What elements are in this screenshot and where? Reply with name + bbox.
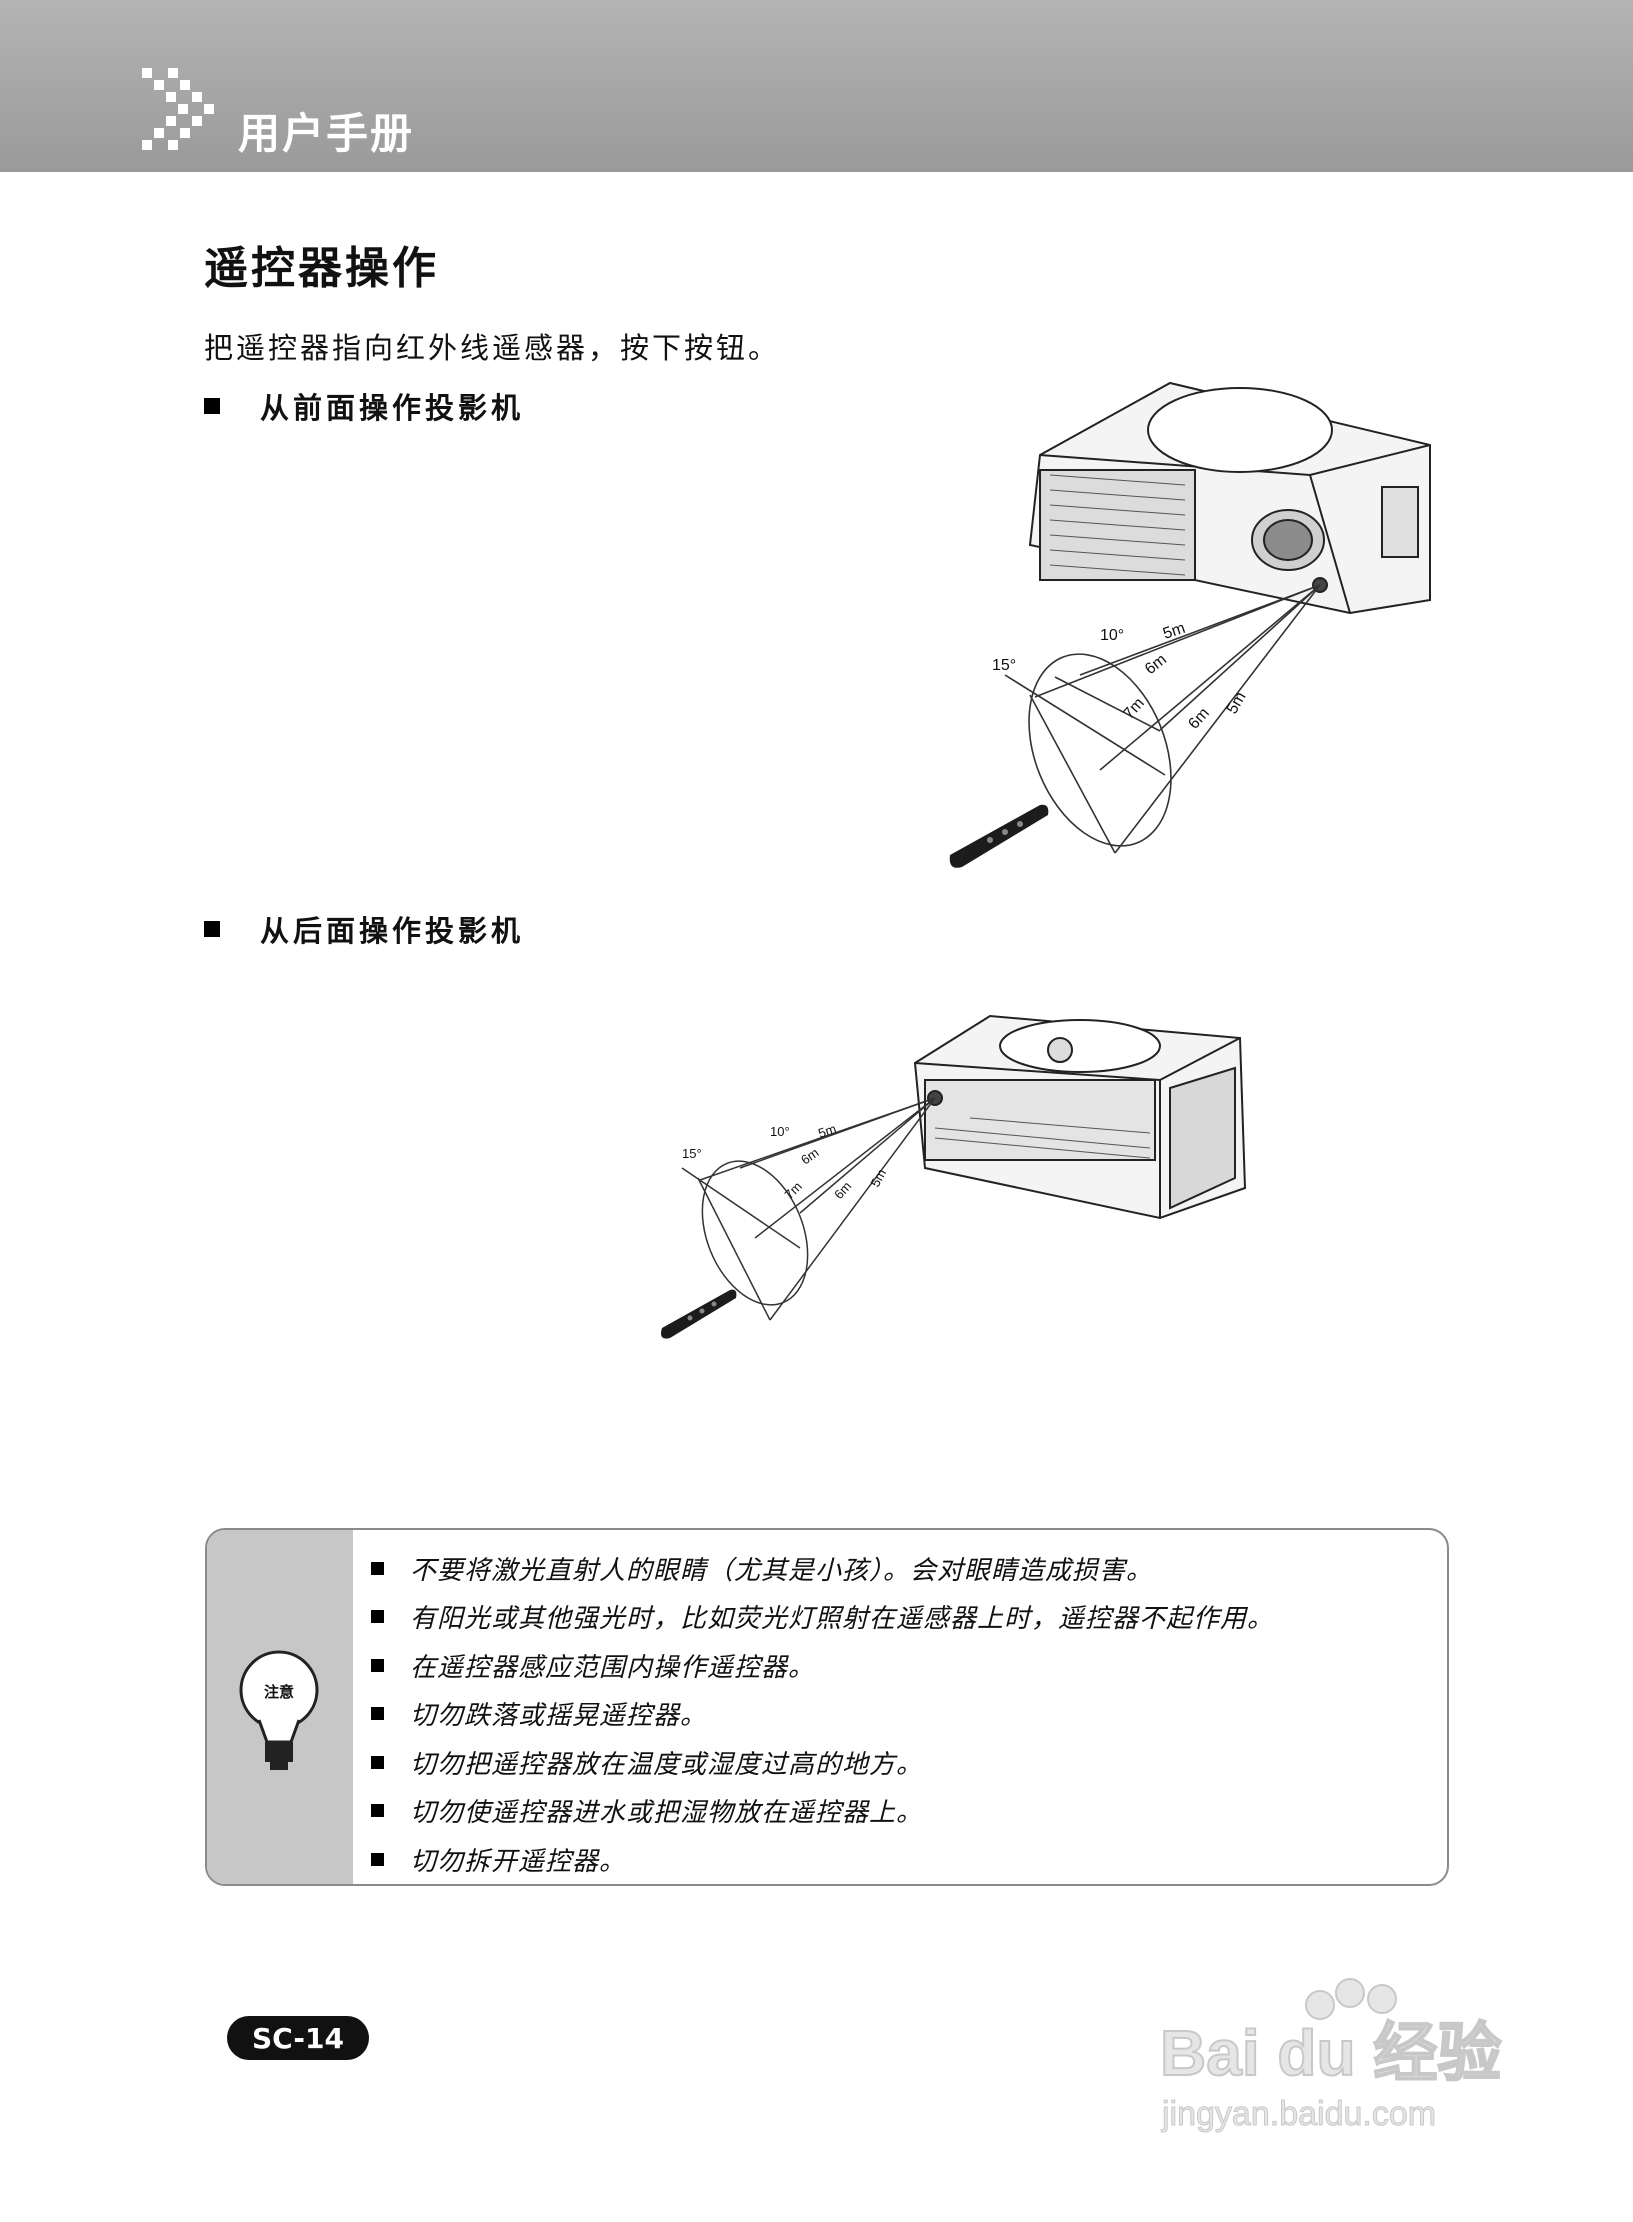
lightbulb-icon: 注意 [239,1650,319,1770]
rear-heading-text: 从后面操作投影机 [260,914,525,948]
distance-label: 5m [867,1166,889,1189]
list-item: 切勿把遥控器放在温度或湿度过高的地方。 [371,1738,1274,1787]
watermark-brand: Bai du 经验 [1160,2017,1501,2089]
rear-heading: 从后面操作投影机 [204,908,524,950]
distance-label: 5m [1224,689,1250,717]
front-heading-text: 从前面操作投影机 [260,391,525,425]
double-chevron-icon [142,68,214,150]
distance-label: 5m [1161,620,1187,643]
bullet-square-icon [371,1610,384,1624]
page-number-badge: SC-14 [227,2016,369,2060]
note-text: 在遥控器感应范围内操作遥控器。 [410,1652,816,1683]
caution-notes-box: 注意 不要将激光直射人的眼睛（尤其是小孩）。会对眼睛造成损害。 有阳光或其他强光… [205,1528,1449,1886]
bullet-square-icon [371,1707,384,1721]
header-band [0,0,1633,172]
caution-side-panel: 注意 [207,1530,353,1884]
watermark-url: jingyan.baidu.com [1161,2095,1436,2133]
section-title: 遥控器操作 [204,243,439,294]
remote-control-illustration [661,1289,737,1339]
angle-label-10: 10° [770,1124,790,1139]
bullet-square-icon [371,1852,384,1866]
reception-range-lines [681,1097,936,1321]
bullet-square-icon [371,1804,384,1818]
note-text: 切勿使遥控器进水或把湿物放在遥控器上。 [410,1798,924,1829]
list-item: 切勿使遥控器进水或把湿物放在遥控器上。 [371,1787,1274,1836]
distance-label: 6m [1185,705,1213,733]
projector-front-illustration [1028,381,1431,615]
distance-label: 6m [831,1179,854,1202]
intro-text: 把遥控器指向红外线遥感器，按下按钮。 [204,331,781,365]
manual-title: 用户手册 [238,109,415,158]
bullet-square-icon [204,398,220,414]
angle-label-15: 15° [682,1146,702,1161]
rear-operation-diagram: 15° 10° 5m 6m 7m 6m 5m [661,1014,1247,1339]
distance-label: 5m [816,1121,838,1141]
remote-control-illustration [949,804,1049,868]
front-heading: 从前面操作投影机 [204,385,524,427]
bullet-square-icon [371,1561,384,1575]
caution-list: 不要将激光直射人的眼睛（尤其是小孩）。会对眼睛造成损害。 有阳光或其他强光时，比… [371,1544,1274,1884]
reception-range-lines [1004,584,1321,854]
list-item: 切勿拆开遥控器。 [371,1835,1274,1884]
note-text: 有阳光或其他强光时，比如荧光灯照射在遥感器上时，遥控器不起作用。 [410,1604,1275,1635]
list-item: 在遥控器感应范围内操作遥控器。 [371,1641,1274,1690]
bullet-square-icon [371,1755,384,1769]
caution-label: 注意 [264,1683,294,1701]
angle-label-15: 15° [992,657,1016,674]
list-item: 有阳光或其他强光时，比如荧光灯照射在遥感器上时，遥控器不起作用。 [371,1593,1274,1642]
bullet-square-icon [204,921,220,937]
note-text: 切勿拆开遥控器。 [410,1846,627,1877]
front-operation-diagram: 15° 10° 5m 6m 7m 6m 5m [949,381,1431,868]
baidu-watermark-logo: Bai du 经验 jingyan.baidu.com [1159,1978,1502,2134]
note-text: 不要将激光直射人的眼睛（尤其是小孩）。会对眼睛造成损害。 [410,1555,1154,1586]
angle-label-10: 10° [1100,627,1124,644]
list-item: 切勿跌落或摇晃遥控器。 [371,1690,1274,1739]
list-item: 不要将激光直射人的眼睛（尤其是小孩）。会对眼睛造成损害。 [371,1544,1274,1593]
note-text: 切勿把遥控器放在温度或湿度过高的地方。 [410,1749,924,1780]
note-text: 切勿跌落或摇晃遥控器。 [410,1701,708,1732]
distance-label: 7m [782,1179,805,1202]
distance-label: 7m [1120,695,1148,723]
projector-rear-illustration [913,1014,1247,1220]
distance-label: 6m [798,1145,821,1168]
bullet-square-icon [371,1658,384,1672]
distance-label: 6m [1142,651,1170,678]
